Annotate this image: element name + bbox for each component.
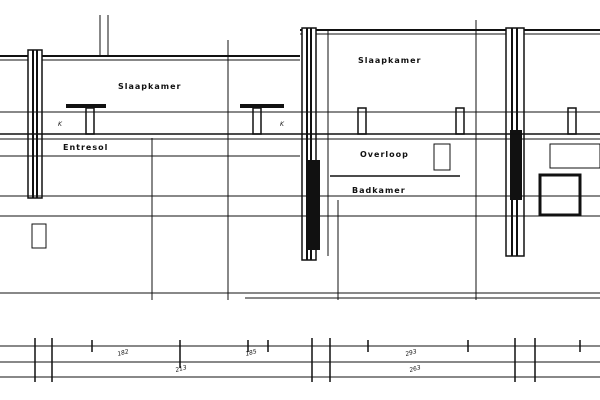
- outer-wall-top: [0, 29, 600, 61]
- dimension-text: 182: [117, 348, 130, 358]
- floor-lines: [0, 111, 600, 299]
- windows: [66, 104, 577, 135]
- grid-lines: [99, 15, 477, 300]
- dimension-text: 293: [405, 348, 418, 358]
- label-k-mid: K: [280, 121, 285, 128]
- dimension-text: 185: [245, 348, 258, 358]
- room-label-badkamer: Badkamer: [352, 186, 406, 195]
- room-label-entresol: Entresol: [63, 143, 108, 152]
- dimension-lines: [0, 338, 600, 382]
- stair: [433, 143, 600, 217]
- dimension-text: 263: [409, 364, 422, 374]
- room-label-slaapkamer-left: Slaapkamer: [118, 82, 181, 91]
- room-label-overloop: Overloop: [360, 150, 409, 159]
- walls: [27, 27, 525, 261]
- room-label-slaapkamer-right: Slaapkamer: [358, 56, 421, 65]
- label-k-left: K: [58, 121, 63, 128]
- dimension-text: 213: [175, 364, 188, 374]
